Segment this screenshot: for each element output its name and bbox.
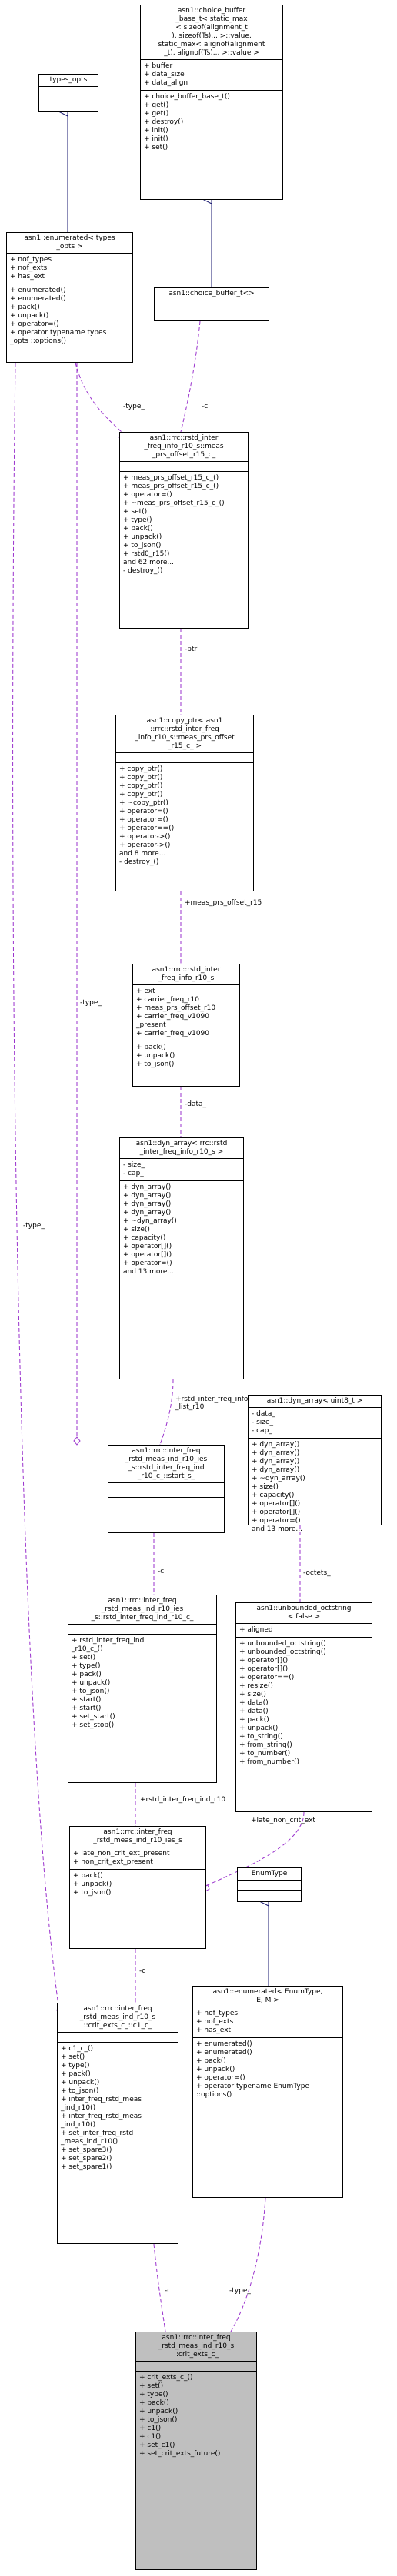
class-unbounded-octstring[interactable]: asn1::unbounded_octstring < false > + al… xyxy=(235,1602,372,1812)
class-attributes: + nof_types + nof_exts + has_ext xyxy=(193,2007,342,2037)
class-methods: + pack() + unpack() + to_json() xyxy=(133,1041,239,1071)
class-attributes xyxy=(136,2361,256,2371)
edge-type1 xyxy=(75,362,122,433)
class-title: asn1::dyn_array< rrc::rstd _inter_freq_i… xyxy=(135,1140,228,1156)
edge-label-octets: -octets_ xyxy=(303,1569,331,1577)
edge-rstd-list xyxy=(159,1379,174,1446)
class-methods: + meas_prs_offset_r15_c_() + meas_prs_of… xyxy=(120,471,248,578)
class-start-s[interactable]: asn1::rrc::inter_freq _rstd_meas_ind_r10… xyxy=(108,1445,225,1533)
class-title: asn1::copy_ptr< asn1 ::rrc::rstd_inter_f… xyxy=(135,717,235,750)
class-dyn-array-uint8[interactable]: asn1::dyn_array< uint8_t > - data_ - siz… xyxy=(248,1395,382,1533)
diamond-type2 xyxy=(73,1436,81,1446)
class-methods: + c1_c_() + set() + type() + pack() + un… xyxy=(58,2042,178,2174)
class-copy-ptr[interactable]: asn1::copy_ptr< asn1 ::rrc::rstd_inter_f… xyxy=(115,715,254,891)
edge-label-data: -data_ xyxy=(185,1100,207,1108)
class-methods: + dyn_array() + dyn_array() + dyn_array(… xyxy=(120,1180,243,1279)
class-methods: + copy_ptr() + copy_ptr() + copy_ptr() +… xyxy=(116,762,253,869)
class-methods: + enumerated() + enumerated() + pack() +… xyxy=(7,284,132,348)
edge-c1 xyxy=(180,320,201,433)
class-methods: + dyn_array() + dyn_array() + dyn_array(… xyxy=(249,1438,381,1536)
class-attributes xyxy=(116,752,253,762)
class-methods: + unbounded_octstring() + unbounded_octs… xyxy=(236,1637,372,1769)
class-attributes: + aligned xyxy=(236,1623,372,1637)
class-attributes: - data_ - size_ - cap_ xyxy=(249,1407,381,1438)
edge-type4 xyxy=(230,2197,266,2332)
class-title: asn1::rrc::rstd_inter _freq_info_r10_s xyxy=(152,966,221,982)
class-meas-prs-offset[interactable]: asn1::rrc::rstd_inter _freq_info_r10_s::… xyxy=(119,432,249,629)
class-choice-buffer-t[interactable]: asn1::choice_buffer_t<> xyxy=(154,287,269,321)
edge-label-type2: -type_ xyxy=(80,999,102,1007)
class-methods: + enumerated() + enumerated() + pack() +… xyxy=(193,2037,342,2102)
class-attributes xyxy=(58,2032,178,2042)
class-enumerated-types-opts[interactable]: asn1::enumerated< types _opts > + nof_ty… xyxy=(6,232,133,363)
class-attributes xyxy=(238,1880,301,1890)
class-enum-type[interactable]: EnumType xyxy=(237,1867,302,1902)
class-rstd-inter-freq-ind[interactable]: asn1::rrc::inter_freq _rstd_meas_ind_r10… xyxy=(68,1595,217,1783)
class-ies-s[interactable]: asn1::rrc::inter_freq _rstd_meas_ind_r10… xyxy=(69,1826,206,1949)
class-title: EnumType xyxy=(251,1870,288,1877)
class-attributes xyxy=(108,1482,224,1497)
class-attributes xyxy=(39,86,98,98)
class-attributes xyxy=(120,461,248,471)
class-methods: + choice_buffer_base_t() + get() + get()… xyxy=(141,90,282,154)
class-title: asn1::rrc::inter_freq _rstd_meas_ind_r10… xyxy=(125,1447,208,1480)
edge-label-type1: -type_ xyxy=(123,403,145,410)
edge-label-type3: -type_ xyxy=(23,1222,45,1230)
class-methods: + rstd_inter_freq_ind _r10_c_() + set() … xyxy=(68,1634,216,1732)
class-methods: + crit_exts_c_() + set() + type() + pack… xyxy=(136,2371,256,2461)
class-crit-exts[interactable]: asn1::rrc::inter_freq _rstd_meas_ind_r10… xyxy=(135,2332,257,2570)
class-title: asn1::rrc::inter_freq _rstd_meas_ind_r10… xyxy=(79,2005,156,2030)
edge-label-c3: -c xyxy=(139,1967,146,1975)
class-attributes: + buffer + data_size + data_align xyxy=(141,59,282,90)
edge-label-c4: -c xyxy=(165,2287,172,2295)
class-title: types_opts xyxy=(49,76,88,84)
class-methods: + pack() + unpack() + to_json() xyxy=(70,1869,205,1900)
edge-label-rstd-list: +rstd_inter_freq_info _list_r10 xyxy=(175,1396,249,1411)
class-rstd-inter-freq-info[interactable]: asn1::rrc::rstd_inter _freq_info_r10_s +… xyxy=(132,964,240,1087)
edge-c4 xyxy=(153,2243,166,2332)
class-attributes: + nof_types + nof_exts + has_ext xyxy=(7,253,132,284)
class-attributes: - size_ - cap_ xyxy=(120,1158,243,1180)
edge-label-meas-prs: +meas_prs_offset_r15 xyxy=(185,899,262,907)
edge-label-late-non-crit: +late_non_crit_ext xyxy=(251,1817,315,1824)
class-title: asn1::enumerated< EnumType, E, M > xyxy=(212,1988,323,2004)
class-title: asn1::rrc::inter_freq _rstd_meas_ind_r10… xyxy=(158,2334,235,2359)
class-methods xyxy=(108,1497,224,1512)
class-title: asn1::choice_buffer _base_t< static_max … xyxy=(158,7,265,57)
class-attributes xyxy=(68,1624,216,1634)
class-title: asn1::rrc::rstd_inter _freq_info_r10_s::… xyxy=(144,434,224,459)
class-attributes: + ext + carrier_freq_r10 + meas_prs_offs… xyxy=(133,984,239,1041)
class-dyn-array-rstd[interactable]: asn1::dyn_array< rrc::rstd _inter_freq_i… xyxy=(119,1137,244,1379)
class-methods xyxy=(39,98,98,109)
class-methods xyxy=(155,310,269,320)
class-attributes: + late_non_crit_ext_present + non_crit_e… xyxy=(70,1847,205,1869)
edge-label-c1: -c xyxy=(202,403,209,410)
class-title: asn1::unbounded_octstring < false > xyxy=(256,1605,352,1621)
class-title: asn1::dyn_array< uint8_t > xyxy=(266,1397,363,1405)
class-attributes xyxy=(155,300,269,310)
class-title: asn1::rrc::inter_freq _rstd_meas_ind_r10… xyxy=(91,1597,194,1622)
edge-label-type4: -type_ xyxy=(229,2287,251,2295)
edge-late-non-crit xyxy=(203,1811,305,1887)
class-enumerated-enumtype[interactable]: asn1::enumerated< EnumType, E, M > + nof… xyxy=(192,1986,343,2198)
class-choice-buffer-base[interactable]: asn1::choice_buffer _base_t< static_max … xyxy=(140,5,283,200)
class-title: asn1::enumerated< types _opts > xyxy=(24,234,115,251)
edge-label-c2: -c xyxy=(158,1568,165,1575)
class-types-opts[interactable]: types_opts xyxy=(38,74,98,112)
class-c1-c[interactable]: asn1::rrc::inter_freq _rstd_meas_ind_r10… xyxy=(57,2003,178,2244)
class-title: asn1::choice_buffer_t<> xyxy=(168,290,255,297)
class-title: asn1::rrc::inter_freq _rstd_meas_ind_r10… xyxy=(93,1828,182,1844)
class-methods xyxy=(238,1890,301,1900)
edge-type3 xyxy=(12,362,59,2007)
edge-label-ptr: -ptr xyxy=(185,646,198,653)
edge-label-rstd-ind: +rstd_inter_freq_ind_r10 xyxy=(140,1796,226,1804)
